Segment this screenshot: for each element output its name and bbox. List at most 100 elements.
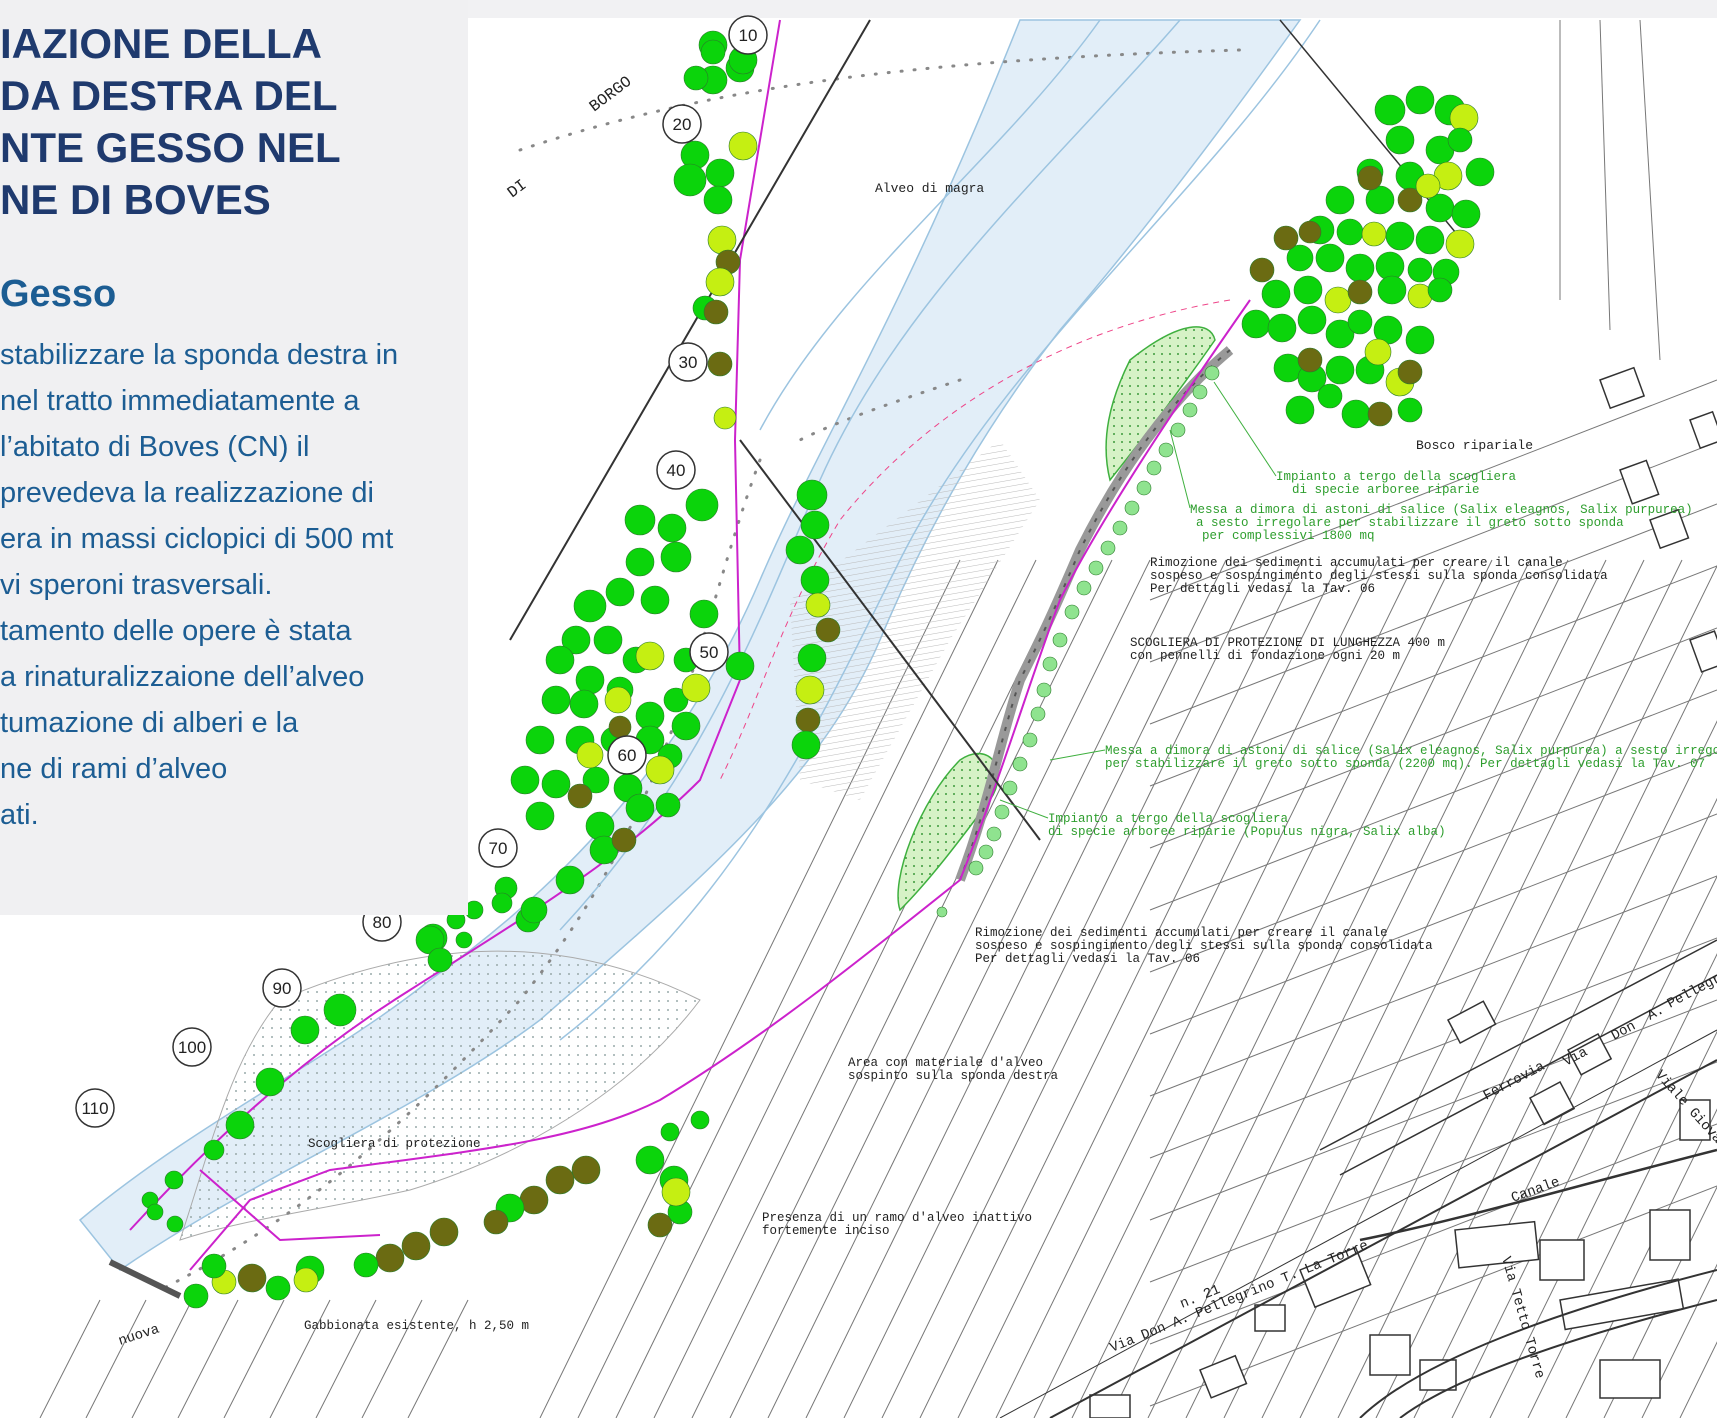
- leader-line: [1213, 381, 1277, 477]
- existing-gabion: [108, 1259, 182, 1299]
- label-impianto-1: Impianto a tergo della scogliera di spec…: [1276, 470, 1524, 497]
- parcel-line: [881, 559, 1303, 1418]
- page-title: IAZIONE DELLA DA DESTRA DEL NTE GESSO NE…: [0, 18, 450, 226]
- label-line: Area con materiale d'alveo: [848, 1056, 1043, 1070]
- building: [1528, 1081, 1576, 1126]
- tree: [1361, 221, 1387, 247]
- chainage-label: 30: [679, 353, 698, 372]
- tree: [1415, 173, 1441, 199]
- leader-line: [1049, 749, 1106, 761]
- tree: [986, 826, 1002, 842]
- tree: [700, 39, 726, 65]
- tree: [1002, 780, 1018, 796]
- tree: [520, 896, 548, 924]
- body-line: vi speroni trasversali.: [0, 569, 273, 601]
- tree: [1445, 229, 1475, 259]
- chainage-circle: [668, 342, 708, 382]
- label-line: SCOGLIERA DI PROTEZIONE DI LUNGHEZZA 400…: [1130, 636, 1445, 650]
- parcel-line: [995, 559, 1417, 1418]
- tree: [1146, 460, 1162, 476]
- body-line: stabilizzare la sponda destra in: [0, 339, 399, 371]
- tree: [519, 1185, 549, 1215]
- tree: [795, 707, 821, 733]
- label-line: Messa a dimora di astoni di salice (Sali…: [1190, 503, 1693, 517]
- leader-line: [999, 799, 1049, 819]
- label-line: Rimozione dei sedimenti accumulati per c…: [975, 926, 1388, 940]
- parcel-line: [1639, 19, 1661, 361]
- tree: [797, 643, 827, 673]
- parcel-line: [269, 1299, 331, 1418]
- tree: [1124, 500, 1140, 516]
- tree: [796, 479, 828, 511]
- tree: [571, 1155, 601, 1185]
- parcel-line: [1149, 627, 1717, 849]
- tree: [1347, 279, 1373, 305]
- parcel-line: [1149, 937, 1717, 1159]
- label-messa-dimora-1: Messa a dimora di astoni di salice (Sali…: [1190, 503, 1700, 543]
- tree: [1397, 397, 1423, 423]
- tree: [290, 1015, 320, 1045]
- tree: [1345, 253, 1375, 283]
- tree: [635, 641, 665, 671]
- tree: [573, 589, 607, 623]
- label-ramo-inattivo: Presenza di un ramo d'alveo inattivo for…: [762, 1211, 1040, 1238]
- tree: [585, 811, 615, 841]
- tree: [703, 299, 729, 325]
- tree: [1377, 275, 1407, 305]
- label-line: con pennelli di fondazione ogni 20 m: [1130, 649, 1400, 663]
- cadastral-parcels: [39, 19, 1717, 1418]
- tree: [265, 1275, 291, 1301]
- parcel-line: [1149, 1123, 1717, 1345]
- tree: [375, 1243, 405, 1273]
- body-line: era in massi ciclopici di 500 mt: [0, 523, 394, 555]
- tree: [1012, 756, 1028, 772]
- tree: [146, 1203, 164, 1221]
- tree: [567, 783, 593, 809]
- tree: [795, 675, 825, 705]
- tree: [635, 1145, 665, 1175]
- tree: [455, 931, 473, 949]
- tree: [1204, 365, 1220, 381]
- chainage-marker: 100: [172, 1027, 212, 1067]
- label-scogliera-protezione: SCOGLIERA DI PROTEZIONE DI LUNGHEZZA 400…: [1130, 636, 1453, 663]
- building: [1199, 1354, 1248, 1399]
- building: [1299, 1246, 1372, 1309]
- section-subtitle: Gesso: [0, 273, 117, 315]
- tree: [1241, 309, 1271, 339]
- road-label-a: A.: [1645, 1002, 1667, 1024]
- road-line: [1339, 974, 1717, 1176]
- tree: [1293, 275, 1323, 305]
- label-messa-dimora-2: Messa a dimora di astoni di salice (Sali…: [1105, 744, 1717, 771]
- parcel-line: [407, 1299, 469, 1418]
- riverbank-line: [759, 19, 1101, 431]
- tree: [707, 351, 733, 377]
- title-line: NE DI BOVES: [0, 176, 271, 223]
- label-line: per stabilizzare il greto sotto sponda (…: [1105, 757, 1705, 771]
- tree: [1451, 199, 1481, 229]
- parcel-line: [85, 1299, 147, 1418]
- chainage-label: 90: [273, 979, 292, 998]
- tree: [1297, 347, 1323, 373]
- chainage-circle: [728, 15, 768, 55]
- label-line: Per dettagli vedasi la Tav. 06: [975, 952, 1200, 966]
- parcel-line: [1149, 999, 1717, 1221]
- tree: [1449, 103, 1479, 133]
- label-line: per complessivi 1800 mq: [1202, 529, 1375, 543]
- tree: [1286, 244, 1314, 272]
- label-rimozione-1: Rimozione dei sedimenti accumulati per c…: [1150, 556, 1615, 596]
- tree: [1267, 313, 1297, 343]
- tree: [541, 685, 571, 715]
- tree: [1385, 221, 1415, 251]
- road-line: [1319, 939, 1717, 1151]
- label-scogliera-left: Scogliera di protezione: [308, 1137, 481, 1151]
- riverbank-line: [559, 19, 1181, 931]
- body-line: a rinaturalizzaione dell’alveo: [0, 661, 365, 693]
- canal-line: [1359, 1269, 1717, 1418]
- tree: [1425, 193, 1455, 223]
- title-line: NTE GESSO NEL: [0, 124, 341, 171]
- tree: [1064, 604, 1080, 620]
- tree: [401, 1231, 431, 1261]
- tree: [293, 1267, 319, 1293]
- chainage-label: 60: [618, 746, 637, 765]
- parcel-line: [1565, 1108, 1717, 1418]
